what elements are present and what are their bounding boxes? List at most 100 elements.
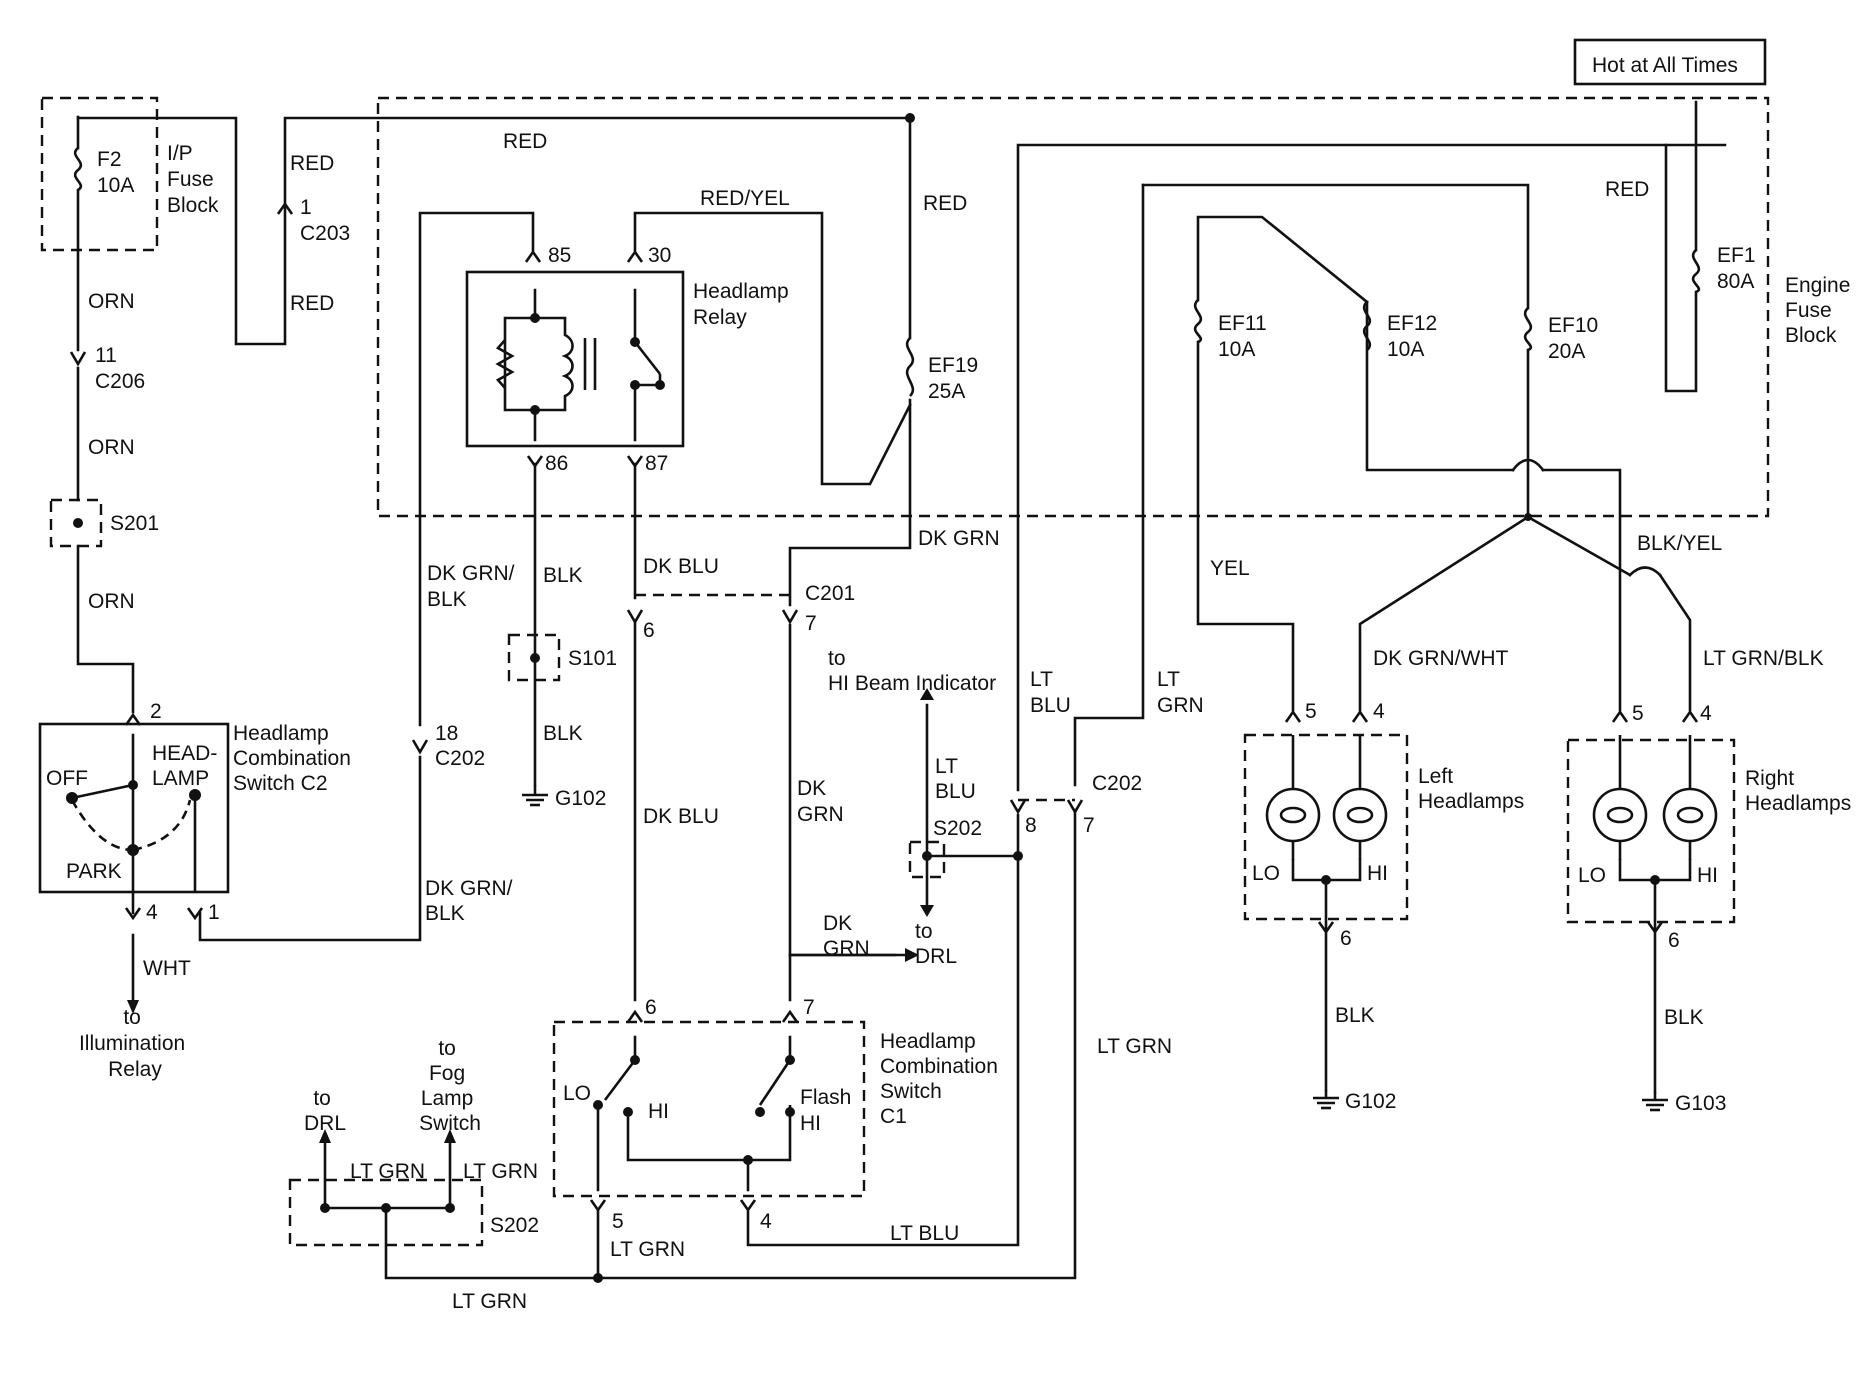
wire-red-c203-up: RED [290, 152, 334, 175]
right-hi-label: HI [1697, 864, 1718, 887]
wire-lt-grn-2: LT GRN [1097, 1035, 1172, 1058]
wire-blk-left: BLK [1335, 1004, 1375, 1027]
wire-blk-right: BLK [1664, 1006, 1704, 1029]
switch-c1-internals [603, 1059, 792, 1110]
c201-pin7: 7 [805, 612, 817, 635]
fuse-f2-label: F2 10A [97, 148, 134, 197]
dest-fog-label: to Fog Lamp Switch [419, 1037, 481, 1135]
wire-dk-grn-3: DK GRN [823, 912, 870, 960]
switch-c1-pin7: 7 [803, 996, 815, 1019]
wire-red-top: RED [503, 130, 547, 153]
wire-red-c203-down: RED [290, 292, 334, 315]
c202-pin7: 7 [1083, 814, 1095, 837]
c206-pin-label: 11 [95, 344, 117, 367]
wire-lt-blu-2: LT BLU [935, 755, 976, 803]
switch-c2-pin1: 1 [208, 901, 220, 924]
s202-lower-label: S202 [490, 1214, 539, 1237]
wire-dk-grn-2: DK GRN [797, 777, 844, 826]
dest-drl-left-label: to DRL [304, 1087, 346, 1135]
wire-orn-2: ORN [88, 436, 135, 459]
switch-lo-label: LO [563, 1082, 591, 1105]
wire-lt-grn-4: LT GRN [452, 1290, 527, 1313]
wire-dk-grn-blk-1: DK GRN/ BLK [427, 562, 520, 611]
s201-outline [49, 498, 103, 548]
s201-label: S201 [110, 512, 159, 535]
wire-lt-blu-3: LT BLU [890, 1222, 959, 1245]
relay-pin-87: 87 [645, 452, 668, 475]
wire-lt-grn-5: LT GRN [350, 1160, 425, 1183]
s101-label: S101 [568, 647, 617, 670]
relay-pin-30: 30 [648, 244, 671, 267]
headlamp-bulbs [1265, 735, 1718, 860]
wire-dk-grn-1: DK GRN [918, 527, 1000, 550]
switch-park-label: PARK [66, 860, 122, 883]
switch-c1-pin4: 4 [760, 1210, 772, 1233]
right-pin6: 6 [1668, 929, 1680, 952]
dest-illumination-label: to Illumination Relay [79, 1006, 191, 1081]
c201-label: C201 [805, 582, 855, 605]
left-hi-label: HI [1367, 862, 1388, 885]
left-headlamps-label: Left Headlamps [1418, 765, 1524, 813]
wire-lt-grn-1: LT GRN [1157, 668, 1204, 717]
switch-flash-label: Flash [800, 1086, 851, 1109]
c203-pin-label: 1 [300, 196, 312, 219]
left-pin4: 4 [1373, 700, 1385, 723]
hot-at-all-times-label: Hot at All Times [1592, 54, 1738, 77]
wires [76, 100, 1727, 1280]
wire-blk-yel: BLK/YEL [1637, 532, 1722, 555]
relay-pin-86: 86 [545, 452, 568, 475]
fuse-ef11-label: EF11 10A [1218, 312, 1272, 361]
c202-right-label: C202 [1092, 772, 1142, 795]
wire-lt-grn-blk: LT GRN/BLK [1703, 647, 1824, 670]
c202-pin8: 8 [1025, 814, 1037, 837]
wire-orn-1: ORN [88, 290, 135, 313]
right-lo-label: LO [1578, 864, 1606, 887]
wire-blk-s101: BLK [543, 722, 583, 745]
headlamp-switch-c2-label: Headlamp Combination Switch C2 [233, 722, 357, 795]
switch-c1-pin6: 6 [645, 996, 657, 1019]
c202-left-pin: 18 [435, 722, 458, 745]
ground-g102-right: G102 [1345, 1090, 1396, 1113]
right-headlamps-label: Right Headlamps [1745, 767, 1851, 815]
c206-label: C206 [95, 370, 145, 393]
junction-dots [73, 113, 1660, 1283]
wire-dk-blu-2: DK BLU [643, 805, 719, 828]
left-headlamps-outline [1243, 733, 1409, 921]
ground-symbols [522, 785, 1668, 1112]
switch-c2-pin2: 2 [150, 700, 162, 723]
switch-off-label: OFF [46, 767, 88, 790]
headlamp-relay-label: Headlamp Relay [693, 280, 795, 329]
switch-hi-label: HI [648, 1100, 669, 1123]
switch-c2-dots [66, 780, 201, 856]
switch-c1-pin5: 5 [612, 1210, 624, 1233]
switch-c2-internals [70, 783, 192, 852]
wire-red-ef1: RED [1605, 178, 1649, 201]
left-lo-label: LO [1252, 862, 1280, 885]
ip-fuse-block-label: I/P Fuse Block [167, 142, 220, 217]
headlamp-relay-outline [465, 270, 685, 448]
wire-red-yel: RED/YEL [700, 187, 790, 210]
c203-label: C203 [300, 222, 350, 245]
wire-lt-grn-3: LT GRN [610, 1238, 685, 1261]
headlamp-switch-c1-outline [552, 1020, 866, 1198]
wire-orn-3: ORN [88, 590, 135, 613]
relay-dots [530, 313, 665, 415]
fuse-ef1-label: EF1 80A [1717, 244, 1761, 293]
ground-g103: G103 [1675, 1092, 1726, 1115]
fuse-ef12-label: EF12 10A [1387, 312, 1443, 361]
connector-chevrons [69, 201, 1699, 1213]
relay-pin-85: 85 [548, 244, 571, 267]
switch-c1-dots [593, 1055, 795, 1165]
wire-wht: WHT [143, 957, 191, 980]
wire-lt-grn-6: LT GRN [463, 1160, 538, 1183]
fuse-ef10-label: EF10 20A [1548, 314, 1604, 363]
hot-at-all-times-box [1573, 38, 1767, 86]
c201-pin6: 6 [643, 619, 655, 642]
wire-yel: YEL [1210, 557, 1250, 580]
c202-left-label: C202 [435, 747, 485, 770]
wire-red-ef19: RED [923, 192, 967, 215]
fuse-symbols [73, 146, 1701, 397]
headlamp-switch-c1-label: Headlamp Combination Switch C1 [880, 1030, 1004, 1128]
switch-headlamp-label: HEAD- LAMP [152, 742, 223, 790]
